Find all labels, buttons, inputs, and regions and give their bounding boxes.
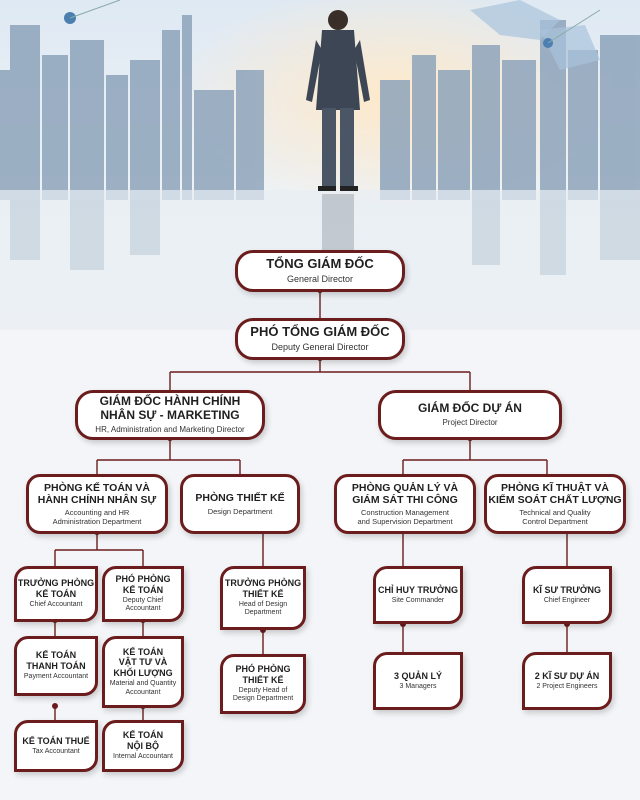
- hr-director-title-line1: GIÁM ĐỐC HÀNH CHÍNH: [99, 394, 241, 409]
- construction-dept-title-line2: GIÁM SÁT THI CÔNG: [352, 494, 458, 506]
- chief-engineer-title: KĨ SƯ TRƯỞNG: [532, 584, 602, 595]
- node-general-director: TỔNG GIÁM ĐỐC General Director: [235, 250, 405, 292]
- internal-accountant-title-line2: NỘI BỘ: [126, 740, 159, 751]
- general-director-title: TỔNG GIÁM ĐỐC: [266, 256, 374, 272]
- node-project-engineers: 2 KĨ SƯ DỰ ÁN 2 Project Engineers: [522, 652, 612, 710]
- node-deputy-head-design: PHÓ PHÒNG THIẾT KẾ Deputy Head of Design…: [220, 654, 306, 714]
- node-material-accountant: KẾ TOÁN VẬT TƯ VÀ KHỐI LƯỢNG Material an…: [102, 636, 184, 708]
- chief-accountant-subtitle: Chief Accountant: [29, 601, 83, 609]
- chief-accountant-title-line2: KẾ TOÁN: [35, 588, 77, 599]
- construction-dept-subtitle-line1: Construction Management: [361, 508, 449, 518]
- material-accountant-title-line3: KHỐI LƯỢNG: [113, 667, 173, 678]
- head-design-subtitle-line2: Department: [244, 609, 282, 617]
- node-deputy-general-director: PHÓ TỔNG GIÁM ĐỐC Deputy General Directo…: [235, 318, 405, 360]
- node-internal-accountant: KẾ TOÁN NỘI BỘ Internal Accountant: [102, 720, 184, 772]
- node-deputy-chief-accountant: PHÓ PHÒNG KẾ TOÁN Deputy Chief Accountan…: [102, 566, 184, 622]
- hr-director-subtitle: HR, Administration and Marketing Directo…: [95, 425, 245, 434]
- accounting-dept-subtitle-line1: Accounting and HR: [64, 508, 130, 518]
- accounting-dept-subtitle-line2: Administration Department: [52, 517, 142, 527]
- project-director-title: GIÁM ĐỐC DỰ ÁN: [418, 401, 522, 416]
- technical-dept-title-line2: KIỂM SOÁT CHẤT LƯỢNG: [488, 494, 622, 506]
- node-design-dept: PHÒNG THIẾT KẾ Design Department: [180, 474, 300, 534]
- chief-engineer-subtitle: Chief Engineer: [543, 596, 591, 604]
- deputy-head-design-subtitle-line1: Deputy Head of: [238, 686, 288, 694]
- project-engineers-subtitle: 2 Project Engineers: [536, 682, 598, 690]
- technical-dept-subtitle-line1: Technical and Quality: [519, 508, 591, 518]
- project-director-subtitle: Project Director: [442, 418, 498, 428]
- payment-accountant-title-line2: THANH TOÁN: [26, 660, 86, 671]
- deputy-chief-accountant-title-line1: PHÓ PHÒNG: [115, 574, 171, 585]
- payment-accountant-title-line1: KẾ TOÁN: [35, 650, 77, 661]
- construction-dept-title-line1: PHÒNG QUẢN LÝ VÀ: [351, 481, 459, 494]
- node-site-commander: CHỈ HUY TRƯỞNG Site Commander: [373, 566, 463, 624]
- deputy-general-director-title: PHÓ TỔNG GIÁM ĐỐC: [250, 324, 390, 340]
- deputy-chief-accountant-subtitle-line1: Deputy Chief: [122, 596, 164, 604]
- technical-dept-title-line1: PHÒNG KĨ THUẬT VÀ: [501, 481, 609, 494]
- material-accountant-title-line1: KẾ TOÁN: [122, 647, 164, 658]
- accounting-dept-title-line1: PHÒNG KẾ TOÁN VÀ: [44, 481, 150, 494]
- tax-accountant-subtitle: Tax Accountant: [32, 747, 80, 755]
- node-construction-dept: PHÒNG QUẢN LÝ VÀ GIÁM SÁT THI CÔNG Const…: [334, 474, 476, 534]
- payment-accountant-subtitle: Payment Accountant: [23, 673, 89, 681]
- site-commander-subtitle: Site Commander: [391, 596, 445, 604]
- material-accountant-subtitle-line1: Material and Quantity: [109, 680, 177, 688]
- design-dept-subtitle: Design Department: [207, 506, 273, 516]
- general-director-subtitle: General Director: [286, 274, 354, 285]
- deputy-chief-accountant-subtitle-line2: Accountant: [125, 605, 161, 613]
- material-accountant-title-line2: VẬT TƯ VÀ: [118, 657, 168, 668]
- head-design-subtitle-line1: Head of Design: [238, 600, 288, 608]
- deputy-general-director-subtitle: Deputy General Director: [271, 342, 369, 353]
- tax-accountant-title: KẾ TOÁN THUẾ: [22, 735, 90, 746]
- node-chief-engineer: KĨ SƯ TRƯỞNG Chief Engineer: [522, 566, 612, 624]
- managers-title: 3 QUẢN LÝ: [393, 670, 442, 681]
- city-businessman-illustration: [0, 0, 640, 330]
- node-technical-dept: PHÒNG KĨ THUẬT VÀ KIỂM SOÁT CHẤT LƯỢNG T…: [484, 474, 626, 534]
- managers-subtitle: 3 Managers: [399, 682, 437, 690]
- node-payment-accountant: KẾ TOÁN THANH TOÁN Payment Accountant: [14, 636, 98, 696]
- deputy-head-design-title-line1: PHÓ PHÒNG: [235, 664, 291, 675]
- material-accountant-subtitle-line2: Accountant: [125, 688, 161, 696]
- node-managers: 3 QUẢN LÝ 3 Managers: [373, 652, 463, 710]
- project-engineers-title: 2 KĨ SƯ DỰ ÁN: [534, 670, 600, 681]
- internal-accountant-title-line1: KẾ TOÁN: [122, 730, 164, 741]
- site-commander-title: CHỈ HUY TRƯỞNG: [378, 584, 458, 595]
- node-tax-accountant: KẾ TOÁN THUẾ Tax Accountant: [14, 720, 98, 772]
- design-dept-title: PHÒNG THIẾT KẾ: [195, 492, 285, 505]
- node-head-design: TRƯỞNG PHÒNG THIẾT KẾ Head of Design Dep…: [220, 566, 306, 630]
- head-design-title-line2: THIẾT KẾ: [242, 588, 284, 599]
- internal-accountant-subtitle: Internal Accountant: [113, 753, 173, 761]
- node-accounting-dept: PHÒNG KẾ TOÁN VÀ HÀNH CHÍNH NHÂN SỰ Acco…: [26, 474, 168, 534]
- head-design-title-line1: TRƯỞNG PHÒNG: [224, 578, 302, 589]
- deputy-chief-accountant-title-line2: KẾ TOÁN: [122, 584, 164, 595]
- hr-director-title-line2: NHÂN SỰ - MARKETING: [100, 408, 240, 423]
- deputy-head-design-title-line2: THIẾT KẾ: [242, 674, 284, 685]
- technical-dept-subtitle-line2: Control Department: [522, 517, 588, 527]
- construction-dept-subtitle-line2: and Supervision Department: [357, 517, 453, 527]
- deputy-head-design-subtitle-line2: Design Department: [232, 695, 294, 703]
- node-chief-accountant: TRƯỞNG PHÒNG KẾ TOÁN Chief Accountant: [14, 566, 98, 622]
- chief-accountant-title-line1: TRƯỞNG PHÒNG: [17, 578, 95, 589]
- accounting-dept-title-line2: HÀNH CHÍNH NHÂN SỰ: [37, 494, 157, 506]
- node-project-director: GIÁM ĐỐC DỰ ÁN Project Director: [378, 390, 562, 440]
- node-hr-director: GIÁM ĐỐC HÀNH CHÍNH NHÂN SỰ - MARKETING …: [75, 390, 265, 440]
